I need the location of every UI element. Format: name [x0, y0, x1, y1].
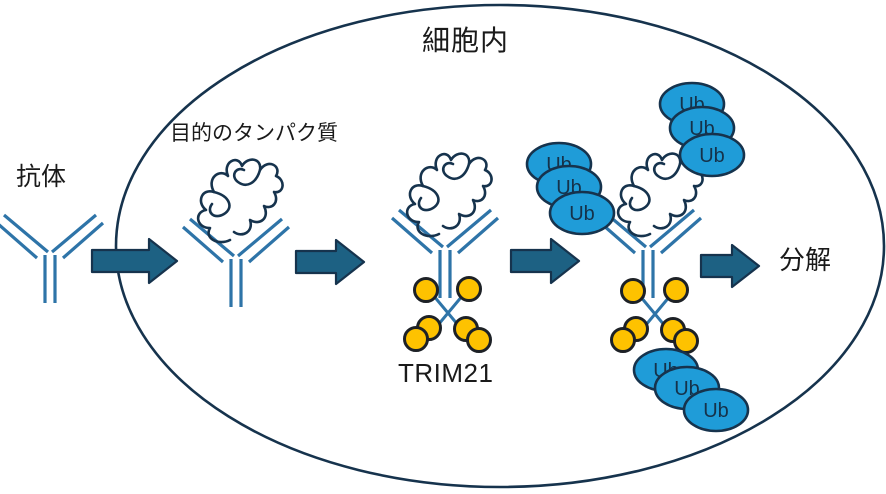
antibody-icon-stage3 — [390, 208, 500, 300]
ub-chain-left-arm: Ub Ub Ub — [525, 141, 616, 236]
trim21-complex-stage3 — [403, 276, 492, 353]
ub-label: Ub — [703, 400, 729, 422]
arrow-icon-step3 — [509, 237, 581, 285]
ub-chain-fc-tail: Ub Ub Ub — [632, 347, 750, 433]
arrow-icon-step1 — [90, 237, 179, 285]
ub-ellipse: Ub — [678, 132, 746, 178]
degradation-label: 分解 — [779, 245, 832, 275]
ub-chain-right-arm: Ub Ub Ub — [658, 81, 746, 178]
ub-ellipse: Ub — [682, 387, 750, 433]
ub-label: Ub — [569, 203, 595, 225]
antibody-icon-stage1 — [0, 213, 105, 305]
cell-membrane-ellipse — [114, 3, 886, 489]
cell-interior-label: 細胞内 — [422, 25, 510, 56]
target-protein-label: 目的のタンパク質 — [170, 122, 338, 145]
ub-ellipse: Ub — [548, 190, 616, 236]
arrow-icon-step2 — [294, 238, 366, 286]
ub-label: Ub — [699, 145, 725, 167]
trim21-label: TRIM21 — [398, 358, 494, 388]
target-protein-squiggle-stage3 — [405, 152, 493, 238]
arrow-icon-step4 — [699, 243, 761, 289]
antibody-label: 抗体 — [16, 163, 67, 191]
